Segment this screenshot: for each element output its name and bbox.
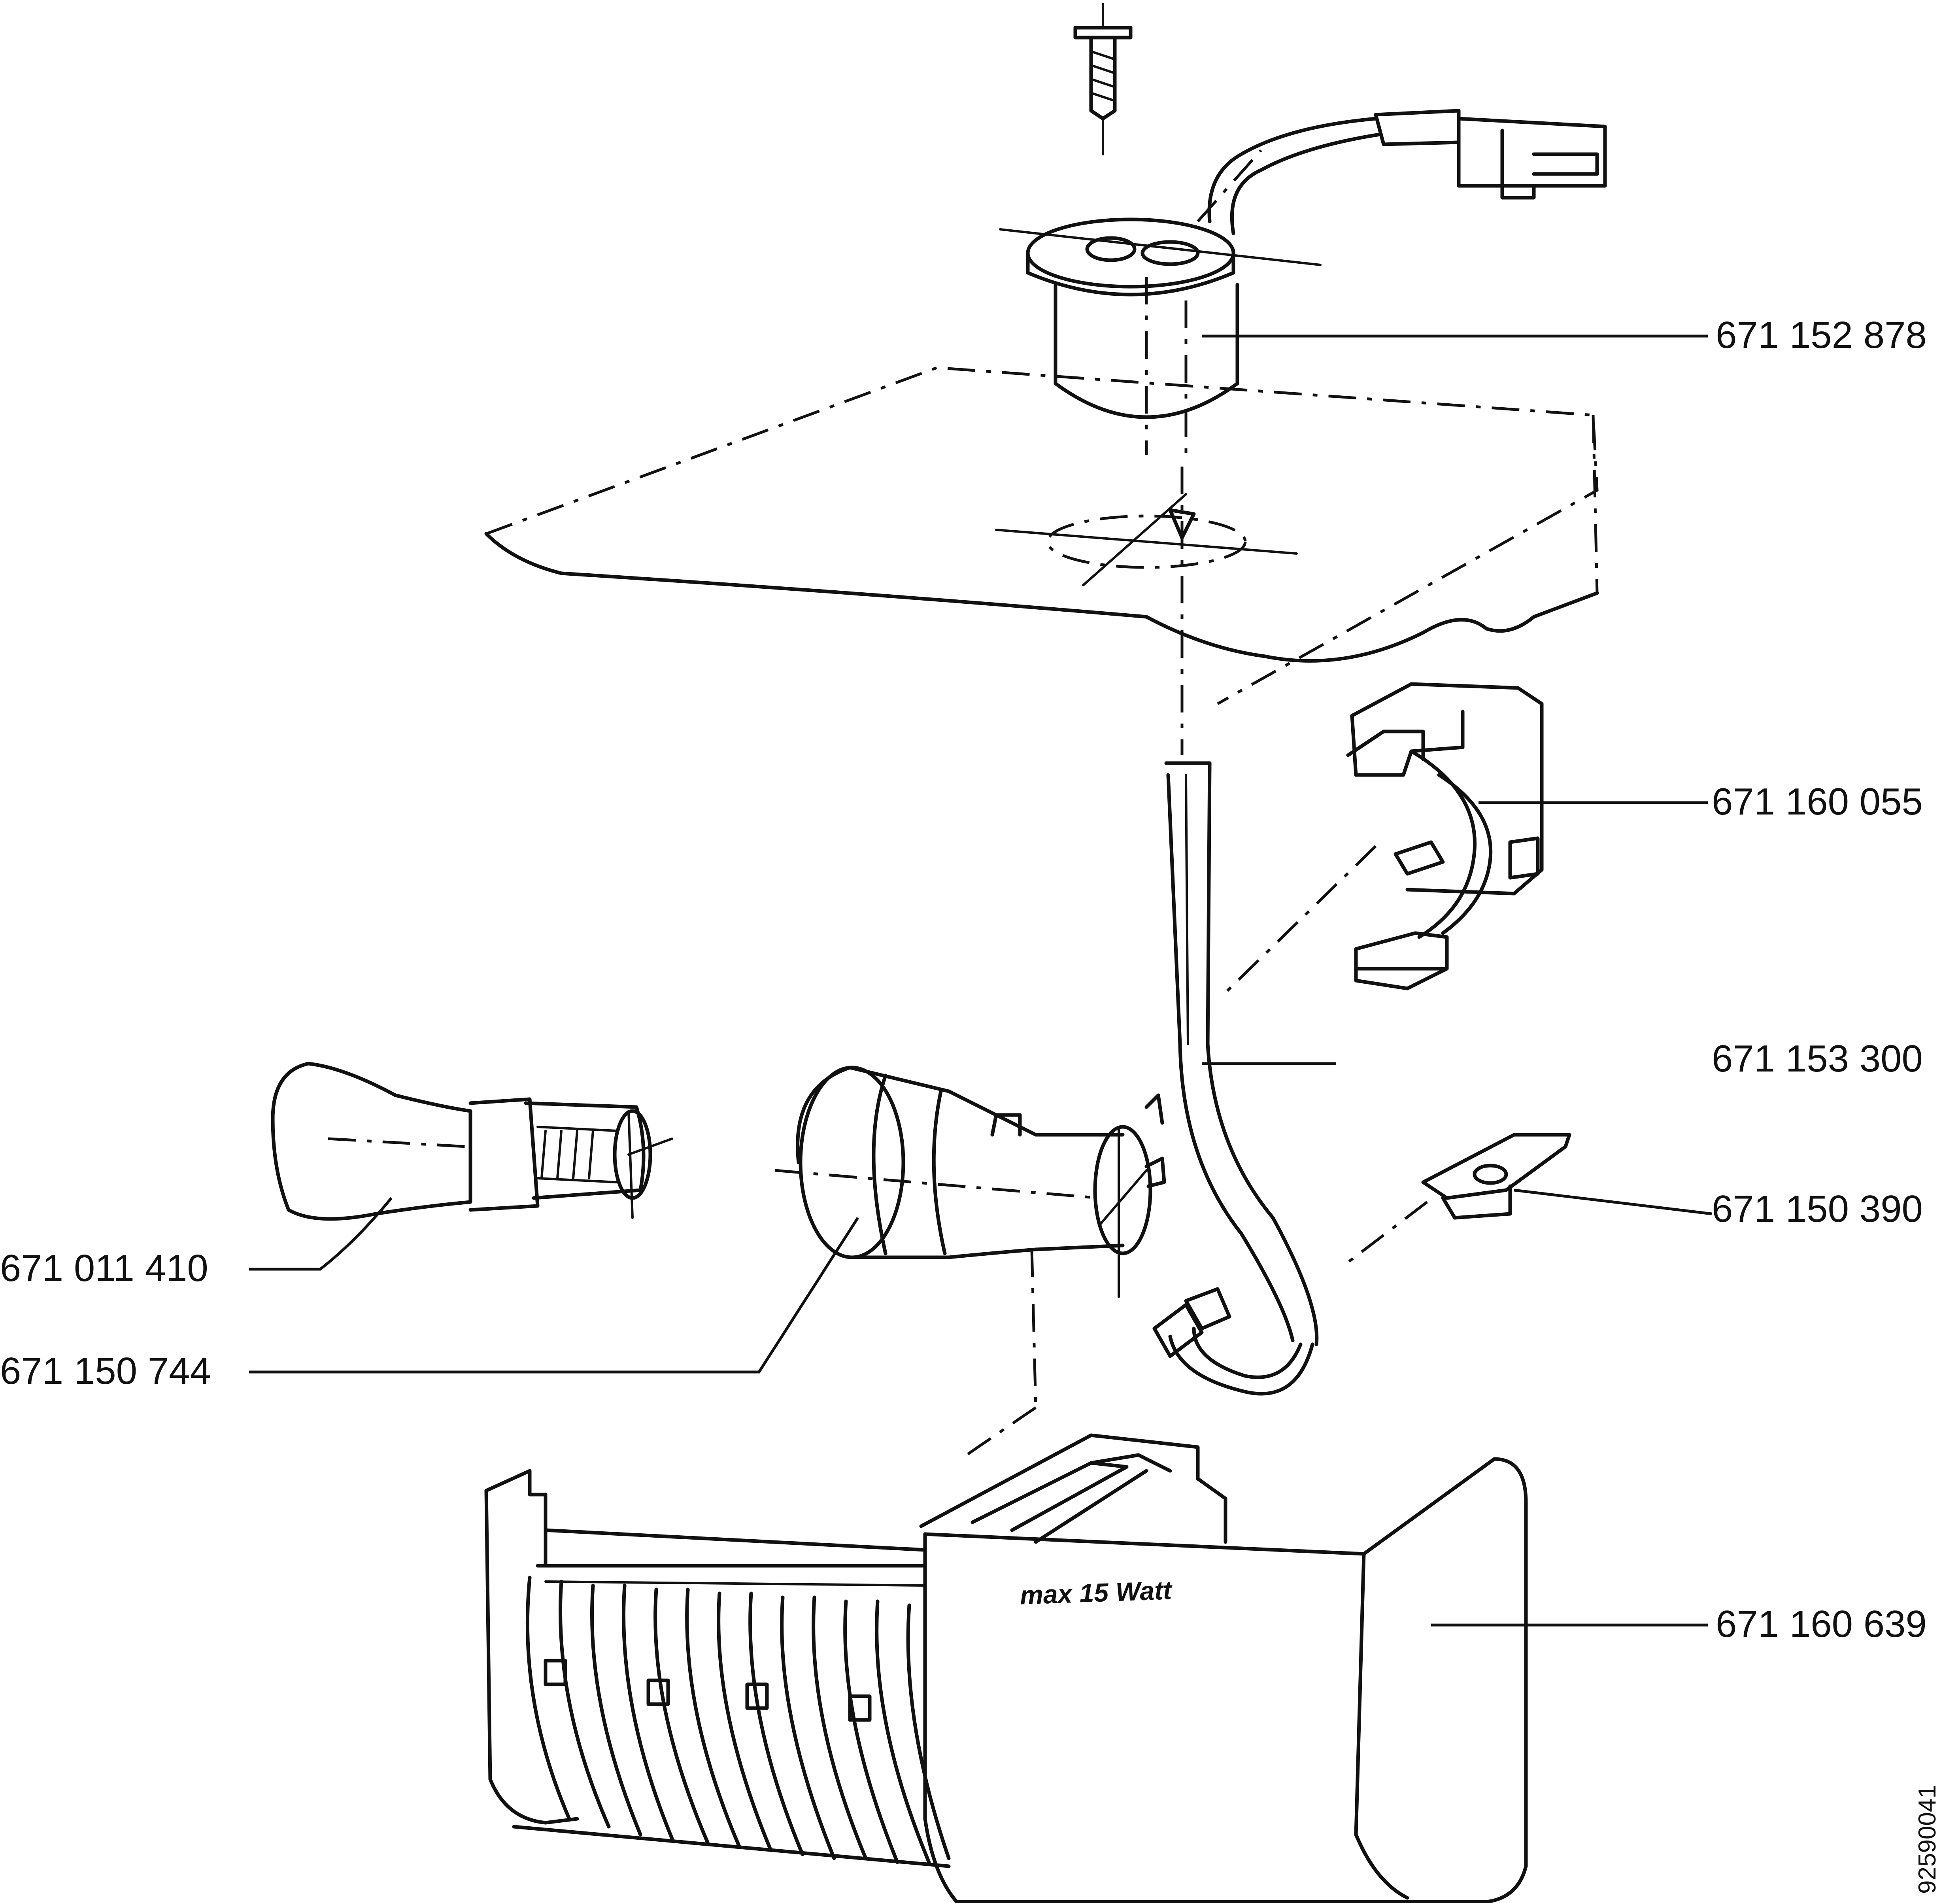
- cover-cap: [999, 109, 1607, 455]
- drawing-number: 92590041: [1914, 1785, 1941, 1894]
- part-label-lamp-cover: 671 160 639: [1716, 1603, 1927, 1645]
- bulb: [249, 1062, 673, 1271]
- lamp-cover: [484, 1406, 1708, 1903]
- mounting-plate: [484, 366, 1599, 755]
- part-label-lamp-socket: 671 150 744: [0, 1350, 211, 1392]
- cable: [1152, 761, 1336, 1396]
- part-label-bulb: 671 011 410: [0, 1247, 208, 1289]
- part-label-terminal-clip: 671 150 390: [1712, 1188, 1923, 1230]
- part-label-cover-cap: 671 152 878: [1716, 314, 1927, 356]
- terminal-clip: [1343, 1133, 1712, 1266]
- part-label-holder-clip: 671 160 055: [1712, 780, 1923, 823]
- lamp-socket: [249, 1066, 1166, 1408]
- cover-wattage-text: max 15 Watt: [1019, 1575, 1173, 1610]
- screw: [1073, 3, 1133, 155]
- holder-clip: [1220, 682, 1708, 998]
- part-label-cable: 671 153 300: [1712, 1037, 1923, 1080]
